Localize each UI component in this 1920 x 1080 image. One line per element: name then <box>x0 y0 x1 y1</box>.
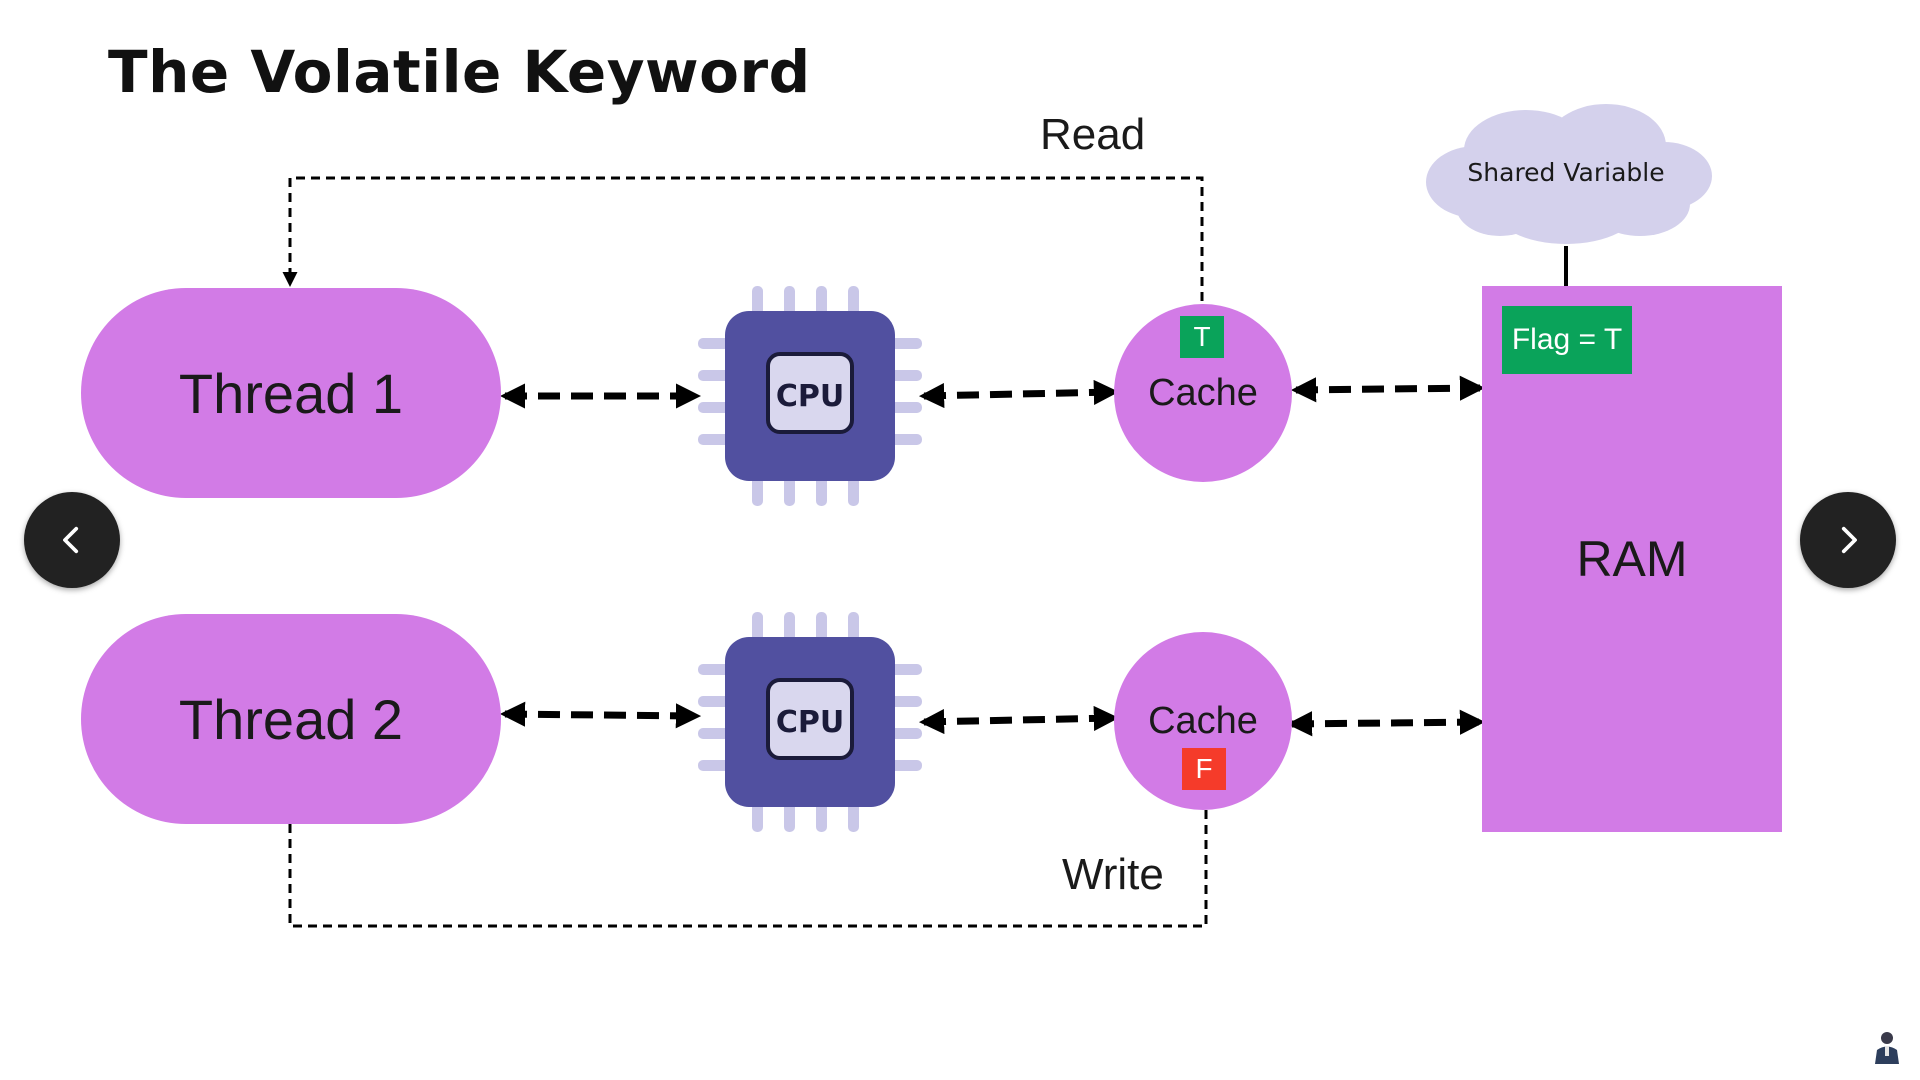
chevron-right-icon <box>1841 526 1857 554</box>
read-path <box>282 176 1204 316</box>
presenter-avatar <box>1872 1030 1902 1064</box>
thread-1-label: Thread 1 <box>178 361 404 425</box>
page-title: The Volatile Keyword <box>108 38 811 106</box>
arrow-cache1-ram <box>1290 375 1486 403</box>
write-path <box>288 789 1214 928</box>
arrow-cache2-ram <box>1286 709 1486 737</box>
read-label: Read <box>1040 110 1146 159</box>
cache-1-flag-value: T <box>1193 321 1211 352</box>
cloud-shape <box>1426 104 1712 244</box>
arrow-thread2-cpu2 <box>499 701 702 729</box>
cpu-chip-2: CPU <box>698 612 922 832</box>
cache-1-flag-badge: T <box>1180 316 1224 358</box>
arrow-cpu2-cache2 <box>918 705 1120 735</box>
ram-flag-label: Flag = T <box>1511 323 1623 356</box>
shared-variable-label: Shared Variable <box>1467 158 1665 187</box>
cpu-label-1: CPU <box>776 379 844 414</box>
cpu-chip-1: CPU <box>698 286 922 506</box>
cache-2-flag-badge: F <box>1182 748 1226 790</box>
cpu-label-2: CPU <box>776 705 844 740</box>
cache-1-label: Cache <box>1148 371 1258 414</box>
cache-2-label: Cache <box>1148 699 1258 742</box>
thread-2-label: Thread 2 <box>178 687 404 751</box>
previous-slide-button[interactable] <box>24 492 120 588</box>
thread-2-node: Thread 2 <box>81 614 501 824</box>
person-icon <box>1875 1032 1899 1064</box>
ram-label: RAM <box>1576 531 1688 587</box>
ram-flag-badge: Flag = T <box>1502 306 1632 374</box>
ram-block: RAM <box>1482 286 1782 832</box>
write-label: Write <box>1062 850 1164 899</box>
next-slide-button[interactable] <box>1800 492 1896 588</box>
cache-2-flag-value: F <box>1195 753 1213 784</box>
thread-1-node: Thread 1 <box>81 288 501 498</box>
chevron-left-icon <box>63 526 79 554</box>
arrow-cpu1-cache1 <box>918 379 1120 409</box>
